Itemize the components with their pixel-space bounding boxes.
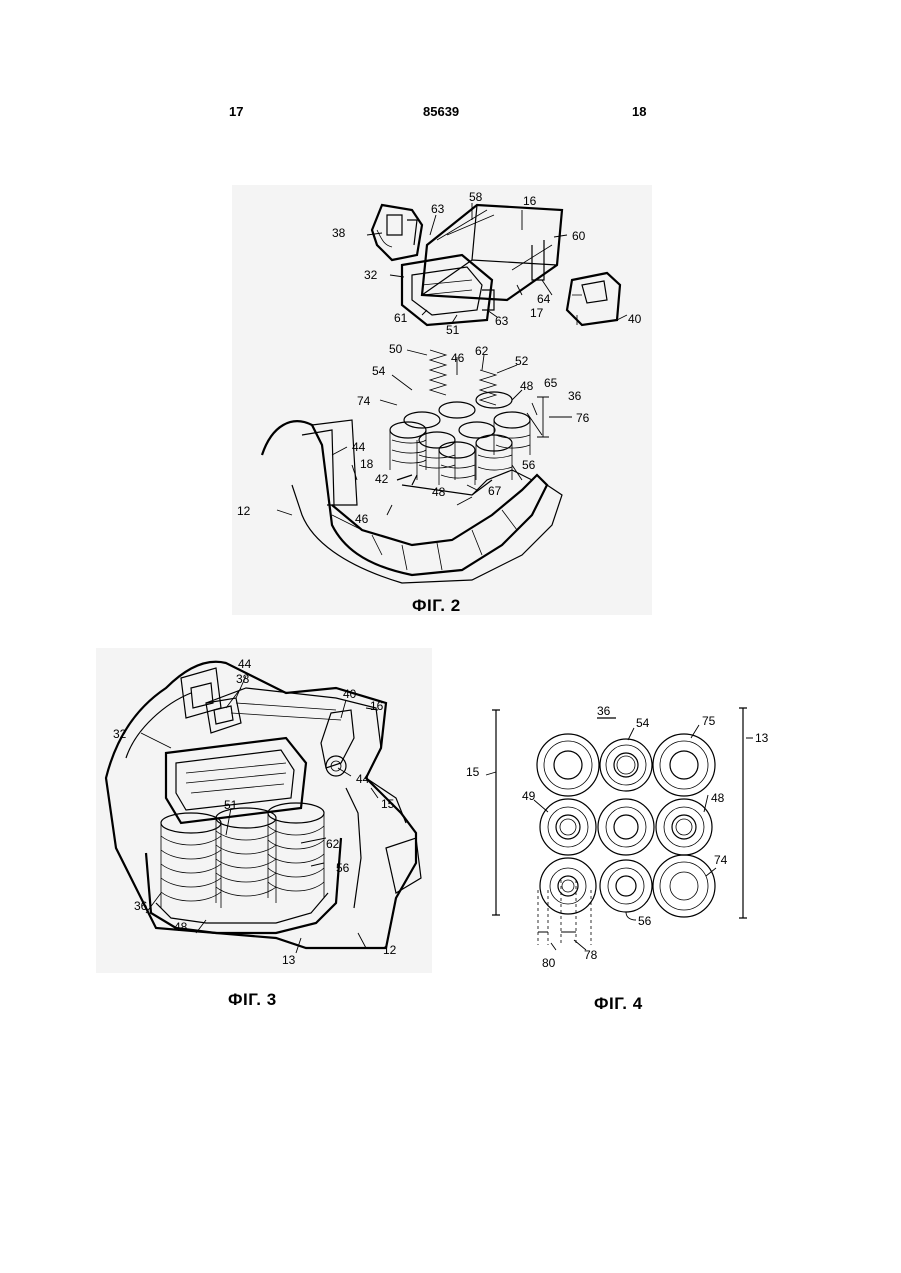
- ring-top-center: [600, 739, 652, 791]
- piece-38: [372, 205, 422, 260]
- figure-2-caption: ФІГ. 2: [412, 596, 461, 616]
- ring-mid-left: [540, 799, 596, 855]
- fig3-label-16: 16: [370, 699, 384, 713]
- fig2-label-74: 74: [357, 394, 371, 408]
- fig2-label-18: 18: [360, 457, 374, 471]
- fig3-label-13: 13: [282, 953, 296, 967]
- fig3-label-12: 12: [383, 943, 397, 957]
- fig3-label-44-top: 44: [238, 657, 252, 671]
- fig4-label-48: 48: [711, 791, 725, 805]
- figure-3-svg: 44 38 40 16 32 44 15 51 62 56 36 48 13 1…: [96, 648, 432, 973]
- fig2-label-12: 12: [237, 504, 251, 518]
- figure-3-drawing: 44 38 40 16 32 44 15 51 62 56 36 48 13 1…: [96, 648, 432, 973]
- patent-number: 85639: [423, 104, 459, 119]
- fig2-label-52: 52: [515, 354, 529, 368]
- fig2-label-40: 40: [628, 312, 642, 326]
- ring-mid-right: [656, 799, 712, 855]
- figure-4-svg: 36 54 75 13 15 49 48 74 56 80 78: [456, 700, 786, 980]
- figure-2-svg: 16 58 63 38 60 32 64 61 51 63 17 40 50 4…: [232, 185, 652, 615]
- figure-3-caption: ФІГ. 3: [228, 990, 277, 1010]
- fig4-label-49: 49: [522, 789, 536, 803]
- figure-4-caption: ФІГ. 4: [594, 994, 643, 1014]
- fig2-label-36: 36: [568, 389, 582, 403]
- fig2-label-64: 64: [537, 292, 551, 306]
- fig3-label-36: 36: [134, 899, 148, 913]
- fig2-label-76: 76: [576, 411, 590, 425]
- fig3-label-32: 32: [113, 727, 127, 741]
- fig3-label-48: 48: [174, 920, 188, 934]
- fig2-label-56: 56: [522, 458, 536, 472]
- ring-mid-center: [598, 799, 654, 855]
- fig4-label-75: 75: [702, 714, 716, 728]
- fig3-label-15: 15: [381, 797, 395, 811]
- frame-32: [402, 255, 494, 325]
- fig4-label-36: 36: [597, 704, 611, 718]
- figure-2-drawing: 16 58 63 38 60 32 64 61 51 63 17 40 50 4…: [232, 185, 652, 615]
- fig2-label-48-bottom: 48: [432, 485, 446, 499]
- right-page-number: 18: [632, 104, 646, 119]
- left-page-number: 17: [229, 104, 243, 119]
- fig2-label-65: 65: [544, 376, 558, 390]
- spring-grid: [537, 734, 715, 917]
- fig4-label-15: 15: [466, 765, 480, 779]
- ring-bot-right: [653, 855, 715, 917]
- fig3-label-56: 56: [336, 861, 350, 875]
- fig4-label-13: 13: [755, 731, 769, 745]
- housing-12: [262, 420, 562, 583]
- fig2-label-63-top: 63: [431, 202, 445, 216]
- fig4-label-78: 78: [584, 948, 598, 962]
- fig2-label-17: 17: [530, 306, 544, 320]
- fig2-label-54: 54: [372, 364, 386, 378]
- ring-bot-left: [540, 858, 596, 914]
- fig2-label-38: 38: [332, 226, 346, 240]
- fig2-label-62: 62: [475, 344, 489, 358]
- fig4-label-80: 80: [542, 956, 556, 970]
- fig2-label-67: 67: [488, 484, 502, 498]
- fig3-label-62: 62: [326, 837, 340, 851]
- piece-40: [567, 273, 620, 325]
- fig2-label-60: 60: [572, 229, 586, 243]
- fig3-label-44-right: 44: [356, 772, 370, 786]
- ring-top-right: [653, 734, 715, 796]
- spring-stack-36: [390, 350, 530, 485]
- fig2-label-42: 42: [375, 472, 389, 486]
- fig4-label-74: 74: [714, 853, 728, 867]
- ring-top-left: [537, 734, 599, 796]
- fig2-label-46-top: 46: [451, 351, 465, 365]
- fig2-label-48-top: 48: [520, 379, 534, 393]
- fig3-label-40: 40: [343, 687, 357, 701]
- ring-bot-center: [600, 860, 652, 912]
- fig2-label-44: 44: [352, 440, 366, 454]
- fig2-label-32: 32: [364, 268, 378, 282]
- fig2-label-58: 58: [469, 190, 483, 204]
- fig4-label-54: 54: [636, 716, 650, 730]
- fig2-label-51: 51: [446, 323, 460, 337]
- fig4-label-56: 56: [638, 914, 652, 928]
- fig2-label-16: 16: [523, 194, 537, 208]
- fig2-label-61: 61: [394, 311, 408, 325]
- fig2-label-46-bottom: 46: [355, 512, 369, 526]
- figure-4-drawing: 36 54 75 13 15 49 48 74 56 80 78: [456, 700, 786, 980]
- fig2-label-63-bottom: 63: [495, 314, 509, 328]
- fig2-label-50: 50: [389, 342, 403, 356]
- fig3-label-51: 51: [224, 798, 238, 812]
- fig3-label-38: 38: [236, 672, 250, 686]
